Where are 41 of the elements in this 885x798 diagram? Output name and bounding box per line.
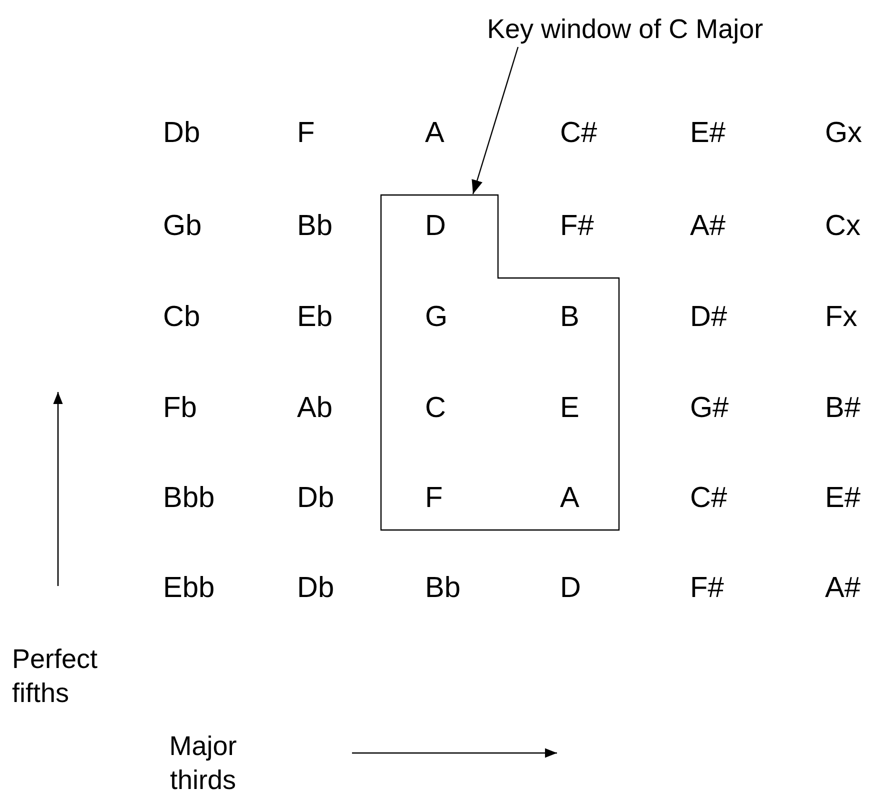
axis-label: Major thirds bbox=[168, 730, 238, 797]
note-name: B# bbox=[825, 394, 860, 423]
note-name: C bbox=[425, 394, 446, 423]
note-name: D# bbox=[690, 303, 728, 332]
note-name: A# bbox=[690, 212, 726, 241]
note-name: Eb bbox=[297, 303, 332, 332]
note-name: Db bbox=[297, 484, 334, 513]
note-name: Bb bbox=[297, 212, 332, 241]
note-name: Fb bbox=[163, 394, 197, 423]
note-name: Gx bbox=[825, 119, 862, 148]
note-name: A bbox=[560, 484, 580, 513]
note-name: Cb bbox=[163, 303, 200, 332]
note-name: G# bbox=[690, 394, 729, 423]
note-name: G bbox=[425, 303, 448, 332]
note-name: D bbox=[560, 574, 581, 603]
note-name: E bbox=[560, 394, 580, 423]
leader-arrow bbox=[472, 46, 519, 194]
callout-text: Key window of C Major bbox=[487, 16, 764, 43]
axis-label: Perfect fifths bbox=[12, 643, 99, 710]
note-name: F bbox=[425, 484, 443, 513]
note-name: C# bbox=[690, 484, 728, 513]
note-name: F bbox=[297, 119, 315, 148]
note-name: B bbox=[560, 303, 580, 332]
note-name: Cx bbox=[825, 212, 860, 241]
note-name: Gb bbox=[163, 212, 202, 241]
note-name: Bb bbox=[425, 574, 460, 603]
note-name: A bbox=[425, 119, 444, 148]
note-name: C# bbox=[560, 119, 598, 148]
note-name: Ab bbox=[297, 394, 332, 423]
note-name: A# bbox=[825, 574, 860, 603]
note-name: Db bbox=[163, 119, 200, 148]
key-window-outline bbox=[380, 194, 620, 531]
note-name: E# bbox=[690, 119, 726, 148]
note-name: Ebb bbox=[163, 574, 215, 603]
note-name: D bbox=[425, 212, 446, 241]
note-name: Bbb bbox=[163, 484, 215, 513]
note-name: F# bbox=[690, 574, 724, 603]
note-name: E# bbox=[825, 484, 860, 513]
note-name: F# bbox=[560, 212, 594, 241]
note-name: Db bbox=[297, 574, 334, 603]
note-name: Fx bbox=[825, 303, 858, 332]
